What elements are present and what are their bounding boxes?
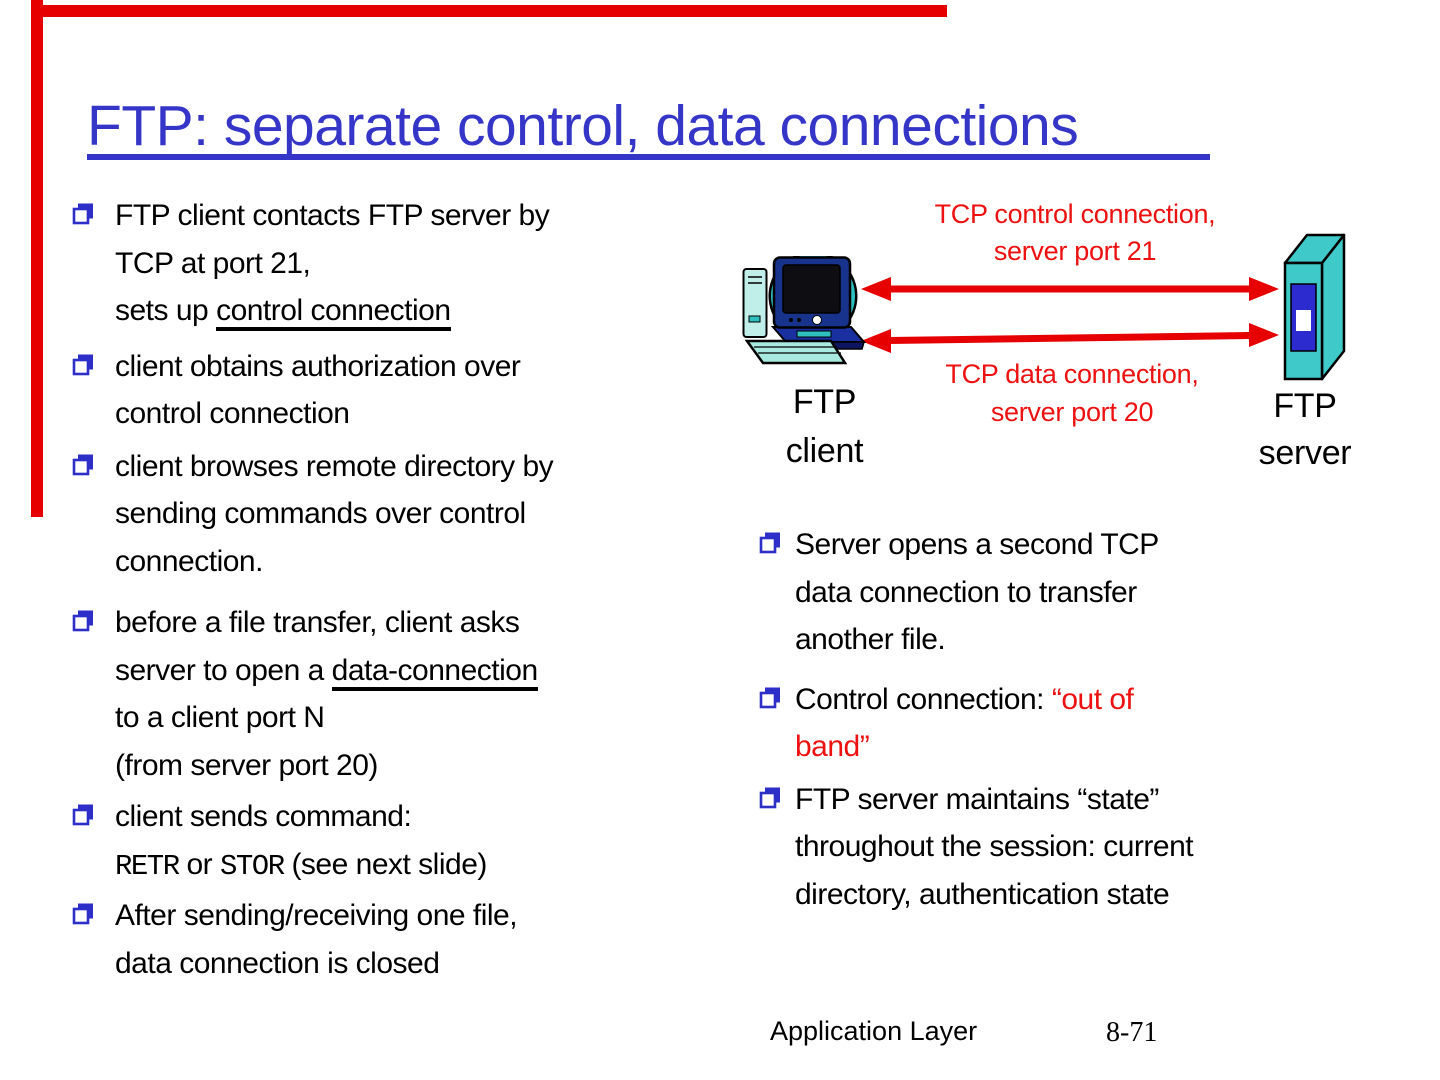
right-bullet-column: Server opens a second TCP data connection… [757, 515, 1407, 918]
ftp-server-label: FTP server [1230, 383, 1380, 477]
bullet-text-segment: before a file transfer, client asks [115, 606, 520, 639]
bullet-text: client obtains authorization over control… [115, 343, 738, 438]
bullet-item: before a file transfer, client asks serve… [70, 599, 738, 789]
bullet-text: client browses remote directory by sendin… [115, 443, 738, 586]
bullet-text-segment: directory, authentication state [795, 877, 1170, 911]
tcp-data-connection-label: TCP data connection, server port 20 [892, 355, 1252, 431]
bullet-text-segment: TCP at port 21, [115, 246, 311, 280]
bullet-text-segment: client browses remote directory by [115, 449, 554, 483]
cube-bullet-icon [72, 804, 93, 826]
bullet-item: FTP client contacts FTP server by TCP at … [70, 192, 738, 335]
bullet-text-segment: (see next slide) [283, 847, 487, 881]
bullet-text: Control connection: “out of band” [795, 676, 1407, 771]
ftp-client-label-line1: FTP [792, 383, 857, 421]
ftp-client-label-line2: client [785, 432, 864, 470]
bullet-text-segment: STOR [219, 849, 285, 883]
tcp-control-connection-label-line2: server port 21 [993, 236, 1157, 266]
bullet-text-segment: control connection [115, 397, 350, 430]
bullet-text-segment: Server opens a second TCP [795, 528, 1159, 561]
bullet-text-segment: client sends command: [115, 800, 412, 833]
bullet-text-segment: FTP server maintains “state” [795, 782, 1159, 816]
bullet-text-segment: “out of [1051, 682, 1134, 716]
bullet-text-segment: throughout the session: current [795, 830, 1194, 863]
footer-section-label: Application Layer [770, 1016, 978, 1046]
bullet-text-segment: data connection to transfer [795, 575, 1137, 609]
bullet-text-segment: to a client port N [115, 701, 325, 734]
bullet-text: FTP server maintains “state” throughout t… [795, 776, 1407, 919]
cube-bullet-icon [72, 903, 93, 925]
bullet-item: After sending/receiving one file, data co… [70, 892, 738, 987]
bullet-text-segment: data-connection [331, 653, 538, 691]
bullet-item: client obtains authorization over control… [70, 343, 738, 438]
red-frame-vertical-bar [31, 0, 43, 517]
bullet-text-segment: Control connection: [795, 682, 1052, 716]
bullet-text-segment: server to open a [115, 653, 332, 687]
bullet-text-segment: (from server port 20) [115, 748, 378, 782]
bullet-text-segment: After sending/receiving one file, [115, 899, 518, 932]
ftp-server-label-line2: server [1258, 434, 1352, 472]
bullet-item: Control connection: “out of band” [757, 676, 1407, 771]
bullet-text: client sends command: RETR or STOR (see n… [115, 793, 738, 890]
ftp-client-label: FTP client [752, 378, 897, 476]
cube-bullet-icon [72, 454, 93, 475]
cube-bullet-icon [759, 787, 780, 808]
control-connection-arrow [861, 277, 1279, 301]
bullet-item: client browses remote directory by sendin… [70, 443, 738, 586]
bullet-text-segment: band” [795, 730, 870, 763]
bullet-text-segment: sets up [115, 294, 217, 327]
tcp-control-connection-label-line1: TCP control connection, [934, 199, 1216, 229]
bullet-item: FTP server maintains “state” throughout t… [757, 776, 1407, 919]
bullet-text-segment: connection. [115, 544, 263, 578]
bullet-text: FTP client contacts FTP server by TCP at … [115, 192, 738, 335]
bullet-text: After sending/receiving one file, data co… [115, 892, 738, 987]
desktop-computer-icon [742, 256, 867, 365]
connection-arrows [861, 277, 1279, 353]
bullet-text-segment: sending commands over control [115, 497, 526, 530]
red-frame-horizontal-bar [31, 5, 947, 17]
left-bullet-column: FTP client contacts FTP server by TCP at … [70, 186, 738, 987]
tcp-data-connection-label-line1: TCP data connection, [945, 359, 1199, 389]
bullet-text: before a file transfer, client asks serve… [115, 599, 738, 789]
cube-bullet-icon [72, 610, 93, 632]
footer-page-number: 8-71 [1106, 1017, 1158, 1048]
bullet-text-segment: RETR [115, 849, 180, 883]
bullet-text-segment: client obtains authorization over [115, 349, 521, 383]
cube-bullet-icon [759, 687, 780, 708]
bullet-text-segment: FTP client contacts FTP server by [115, 199, 550, 232]
cube-bullet-icon [759, 532, 780, 554]
bullet-text-segment: data connection is closed [115, 946, 440, 980]
bullet-text-segment: control connection [216, 294, 451, 331]
cube-bullet-icon [72, 354, 93, 375]
page-title: FTP: separate control, data connections [87, 98, 1210, 160]
bullet-item: client sends command: RETR or STOR (see n… [70, 793, 738, 890]
cube-bullet-icon [72, 203, 93, 225]
bullet-text-segment: another file. [795, 623, 946, 656]
bullet-item: Server opens a second TCP data connection… [757, 521, 1407, 664]
tcp-data-connection-label-line2: server port 20 [990, 397, 1154, 427]
tcp-control-connection-label: TCP control connection, server port 21 [890, 196, 1260, 270]
server-tower-icon [1283, 233, 1346, 381]
bullet-text-segment: or [178, 847, 220, 881]
data-connection-arrow [861, 323, 1279, 353]
bullet-text: Server opens a second TCP data connection… [795, 521, 1407, 664]
ftp-server-label-line1: FTP [1273, 387, 1337, 425]
